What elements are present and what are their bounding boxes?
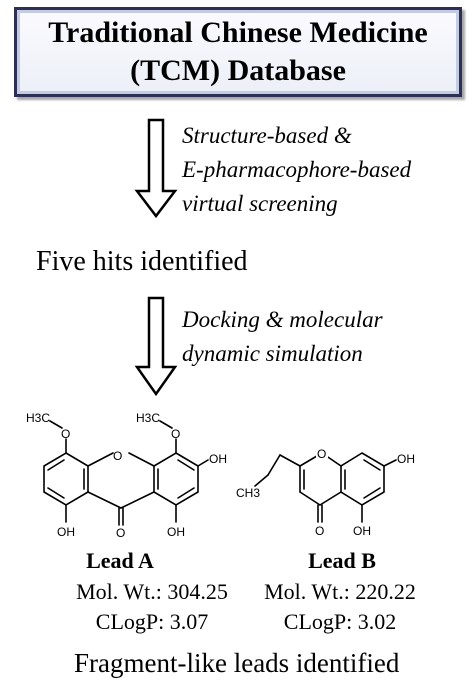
step-screening-line-3: virtual screening: [182, 191, 338, 216]
down-arrow-icon: [134, 296, 178, 397]
step-screening-line-1: Structure-based &: [182, 123, 352, 148]
tcm-database-box: Traditional Chinese Medicine (TCM) Datab…: [14, 7, 462, 97]
step-screening-line-2: E-pharmacophore-based: [182, 157, 412, 182]
lead-a-methoxy-oxygen-left: O: [61, 427, 70, 441]
step-docking-line-2: dynamic simulation: [182, 341, 363, 366]
lead-a-title: Lead A: [86, 548, 154, 573]
fragment-leads-label: Fragment-like leads identified: [74, 648, 400, 678]
lead-a-clogp: CLogP: 3.07: [95, 609, 209, 634]
lead-b-carbonyl-oxygen: O: [315, 524, 324, 538]
lead-a-methyl-left: H3C: [26, 411, 50, 425]
lead-a-hydroxyl-bottom-left: OH: [57, 525, 75, 539]
lead-b-structure: O O OH OH CH3: [236, 446, 415, 538]
lead-a-hydroxyl-right: OH: [209, 452, 227, 466]
lead-a-right-ring: [153, 452, 199, 506]
database-title-line-2: (TCM) Database: [130, 54, 346, 87]
lead-b-clogp: CLogP: 3.02: [283, 609, 397, 634]
lead-a-hydroxyl-bottom-right: OH: [167, 525, 185, 539]
lead-b-molecular-weight: Mol. Wt.: 220.22: [264, 579, 416, 604]
lead-b-title: Lead B: [308, 548, 376, 573]
step-docking-line-1: Docking & molecular: [182, 307, 383, 332]
lead-b-hydroxyl-right: OH: [397, 452, 415, 466]
lead-a-structure: O O O O H3C H3C OH OH OH: [26, 411, 227, 540]
lead-a-methoxy-oxygen-right: O: [171, 427, 180, 441]
lead-b-hydroxyl-bottom: OH: [353, 524, 371, 538]
hits-identified-label: Five hits identified: [36, 246, 248, 277]
lead-b-methyl: CH3: [236, 486, 260, 500]
lead-a-left-ring: [43, 452, 89, 506]
down-arrow-icon: [134, 118, 178, 219]
database-title-line-1: Traditional Chinese Medicine: [48, 16, 428, 49]
lead-a-carbonyl-oxygen: O: [116, 526, 125, 540]
lead-a-molecular-weight: Mol. Wt.: 304.25: [76, 579, 228, 604]
lead-a-methyl-right: H3C: [136, 411, 160, 425]
lead-b-benzene-ring: [340, 452, 385, 506]
lead-b-ring-oxygen: O: [317, 447, 326, 461]
lead-a-ring-oxygen: O: [113, 449, 122, 463]
